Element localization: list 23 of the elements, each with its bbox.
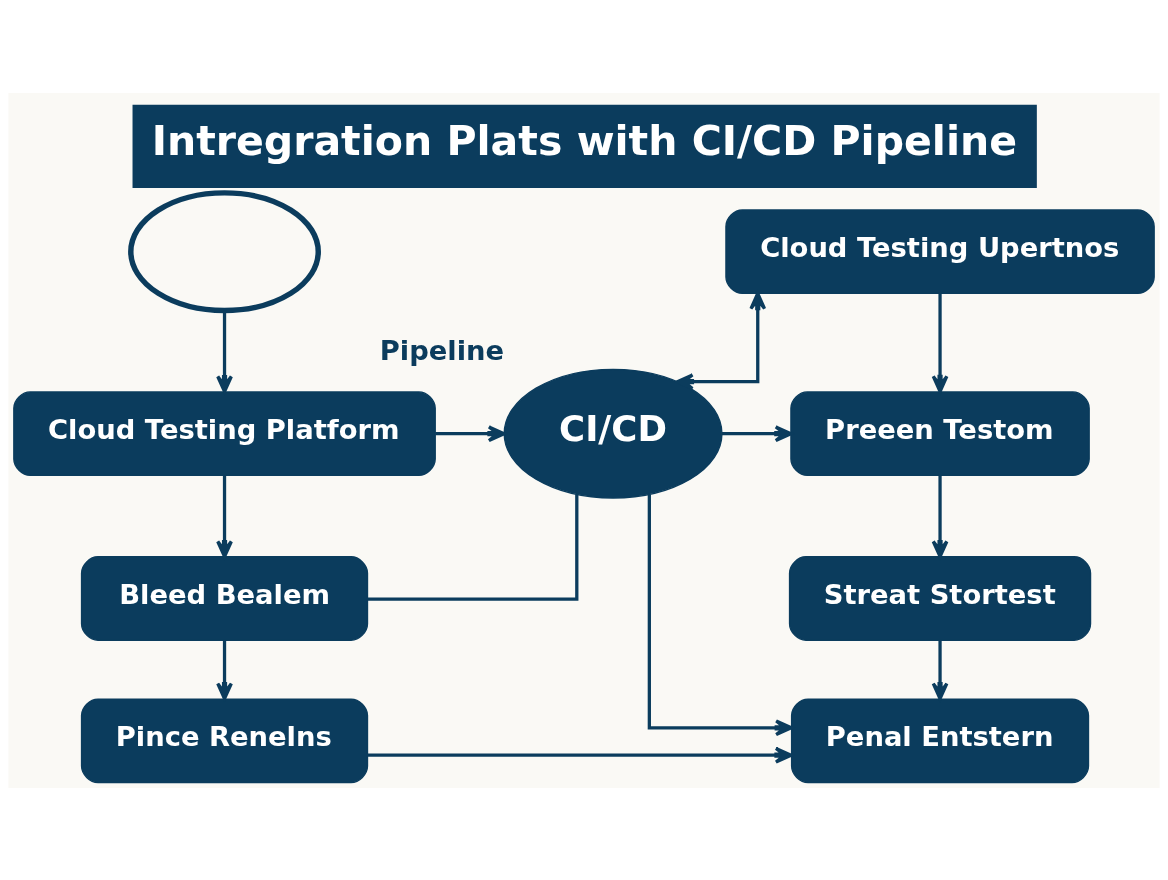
arrow [367, 746, 793, 764]
arrow [435, 424, 506, 442]
arrow [675, 291, 767, 390]
node-box: Bleed Bealem [80, 555, 369, 641]
node-box: Pince Renelns [80, 697, 369, 783]
node-box: Penal Entstern [790, 697, 1090, 783]
node-box: Streat Stortest [788, 555, 1092, 641]
arrow [931, 475, 949, 558]
arrow [647, 494, 793, 736]
arrow [931, 292, 949, 393]
node-cloud [128, 189, 321, 313]
arrow [721, 424, 793, 442]
arrow [216, 475, 233, 558]
node-ellipse: CI/CD [503, 368, 723, 499]
arrow [216, 310, 233, 393]
arrow [216, 639, 233, 700]
node-box: Cloud Testing Platform [13, 390, 436, 476]
node-box: Preeen Testom [790, 390, 1090, 476]
connector [367, 493, 579, 601]
diagram-title: Intregration Plats with CI/CD Pipeline [151, 116, 1018, 165]
arrow [931, 639, 949, 700]
node-box: Cloud Testing Upertnos [725, 208, 1155, 294]
node-label: Pipeline [379, 334, 505, 366]
